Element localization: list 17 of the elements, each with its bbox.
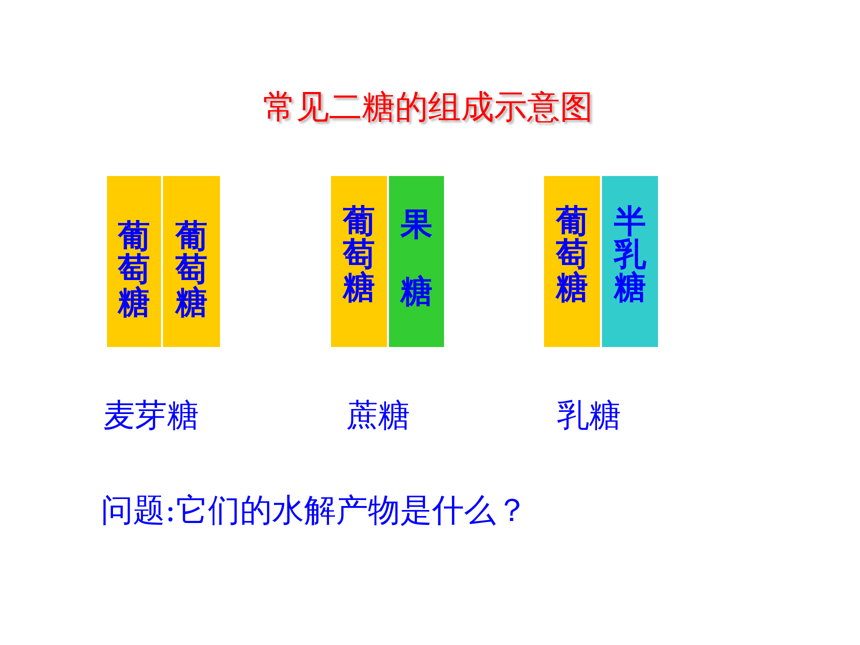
sugar-name: 葡萄糖	[118, 220, 150, 319]
sugar-bar	[602, 176, 658, 347]
sugar-bar	[163, 176, 220, 347]
sugar-bar	[331, 176, 387, 347]
sugar-label: 乳糖	[557, 397, 621, 433]
sugar-label: 麦芽糖	[103, 397, 199, 433]
sugar-bar	[107, 176, 161, 347]
sugar-bar	[389, 176, 444, 347]
sugar-name: 葡萄糖	[176, 220, 208, 319]
question-text: 问题:它们的水解产物是什么？	[101, 492, 528, 528]
sugar-name: 葡萄糖	[343, 205, 375, 304]
title: 常见二糖的组成示意图	[263, 88, 593, 126]
sugar-name: 葡萄糖	[556, 205, 588, 304]
sugar-name: 果糖	[400, 204, 432, 312]
sugar-label: 蔗糖	[346, 397, 410, 433]
sugar-bar	[544, 176, 600, 347]
sugar-name: 半乳糖	[614, 205, 646, 304]
